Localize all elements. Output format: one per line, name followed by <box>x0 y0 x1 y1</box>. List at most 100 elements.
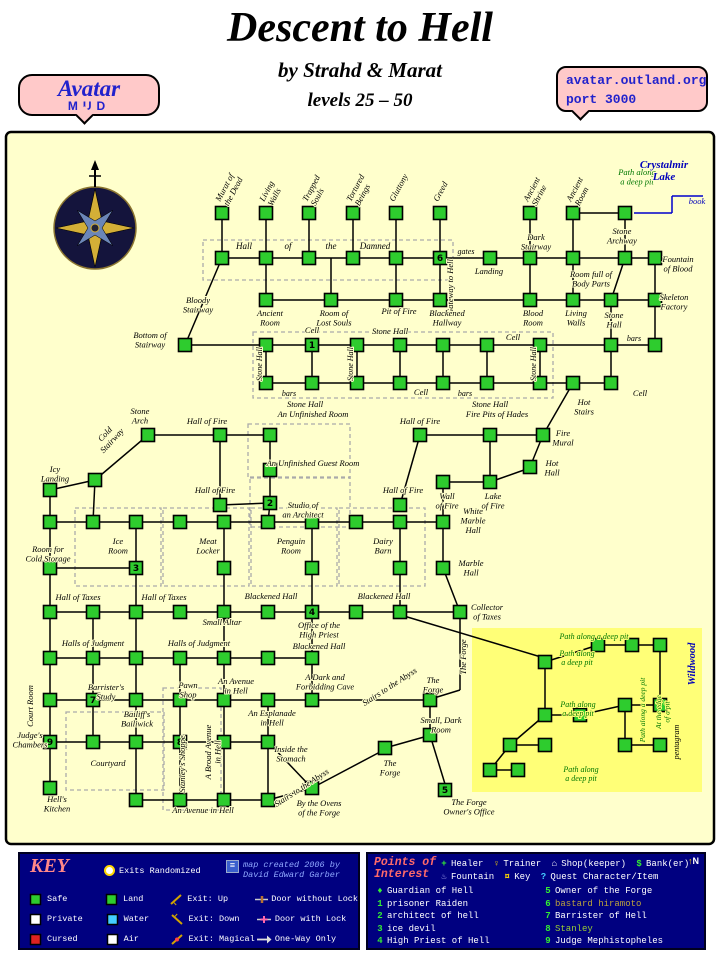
room-node <box>647 337 663 353</box>
poi-glyph: 4 <box>377 936 383 947</box>
room-node <box>262 462 278 478</box>
room-node <box>502 737 518 753</box>
map-label: bars <box>627 334 641 343</box>
door-lock-icon <box>256 915 271 923</box>
room-node <box>412 427 428 443</box>
square-icon <box>105 893 118 905</box>
room-node <box>258 375 274 391</box>
room-node <box>85 514 101 530</box>
poi-room-1 <box>304 337 320 353</box>
north-indicator: ↑N <box>688 856 699 866</box>
room-node <box>128 604 144 620</box>
page-title: Descent to Hell <box>227 5 493 51</box>
legend-one-way-only: One-Way Only <box>256 933 358 946</box>
map-label: of <box>284 241 293 251</box>
room-node <box>260 650 276 666</box>
poi-glyph: 7 <box>545 911 551 922</box>
room-node <box>603 337 619 353</box>
room-node <box>304 560 320 576</box>
square-icon <box>106 913 118 925</box>
level-range: levels 25 – 50 <box>307 90 413 111</box>
map-label: Halls of Judgment <box>61 638 125 648</box>
map-label: Blackened Hall <box>293 641 346 651</box>
map-label: Hall of Fire <box>186 416 228 426</box>
server-port: port 3000 <box>566 92 637 107</box>
poi-room-4 <box>304 604 320 620</box>
map-label: Stone Hall <box>372 326 409 336</box>
poi-glyph: ? <box>540 872 547 882</box>
room-node <box>565 205 581 221</box>
map-label: Blackened Hall <box>358 591 411 601</box>
room-node <box>128 650 144 666</box>
room-node <box>617 205 633 221</box>
exits-randomized-label: Exits Randomized <box>119 865 201 876</box>
room-node <box>216 560 232 576</box>
map-label: Cell <box>414 387 429 397</box>
room-node <box>42 650 58 666</box>
room-node <box>42 692 58 708</box>
legend-safe: Safe <box>28 893 104 906</box>
map-label: Gateway to Hell <box>445 259 455 315</box>
room-node <box>304 692 320 708</box>
room-node <box>522 292 538 308</box>
poi-glyph: 6 <box>545 898 551 909</box>
room-node <box>214 250 230 266</box>
room-node <box>482 427 498 443</box>
square-icon <box>106 933 118 945</box>
avatar-mud-badge: Avatar MUD <box>18 74 160 125</box>
room-node <box>87 472 103 488</box>
map-credit: ≡ map created 2006 by David Edward Garbe… <box>226 860 340 880</box>
room-node <box>510 762 526 778</box>
legend-exit-up: Exit: Up <box>168 893 254 906</box>
room-node <box>128 792 144 808</box>
room-node <box>377 740 393 756</box>
legend-door-without-lock: Door without Lock <box>254 893 358 906</box>
legend-exit-magical: Exit: Magical <box>169 933 255 946</box>
room-node <box>617 250 633 266</box>
poi-shop-keeper-: ⌂Shop(keeper) <box>551 859 627 869</box>
poi-legend-row-1: +Healer♀Trainer⌂Shop(keeper)$Bank(er) <box>440 859 698 869</box>
room-node <box>624 637 640 653</box>
map-label: An Avenue in Hell <box>171 805 234 815</box>
room-node <box>435 337 451 353</box>
room-node <box>535 427 551 443</box>
room-node <box>258 337 274 353</box>
mud-label: MUD <box>67 99 111 113</box>
room-node <box>128 692 144 708</box>
key-title: KEY <box>30 855 69 877</box>
room-node <box>537 707 553 723</box>
room-node <box>388 205 404 221</box>
room-node <box>652 637 668 653</box>
randomized-circle-icon <box>104 865 115 876</box>
poi-number: 7 <box>90 696 96 706</box>
room-node <box>392 604 408 620</box>
room-node <box>532 375 548 391</box>
square-icon <box>29 913 42 925</box>
room-node <box>42 514 58 530</box>
north-arrow-icon: ↑ <box>688 856 693 866</box>
map-label: Court Room <box>25 685 35 727</box>
map-label: Courtyard <box>90 758 126 768</box>
poi-glyph: $ <box>636 859 642 869</box>
room-node <box>172 792 188 808</box>
note-icon: ≡ <box>226 860 239 873</box>
room-node <box>603 292 619 308</box>
square-icon <box>29 893 42 905</box>
poi-number: 3 <box>133 564 139 574</box>
